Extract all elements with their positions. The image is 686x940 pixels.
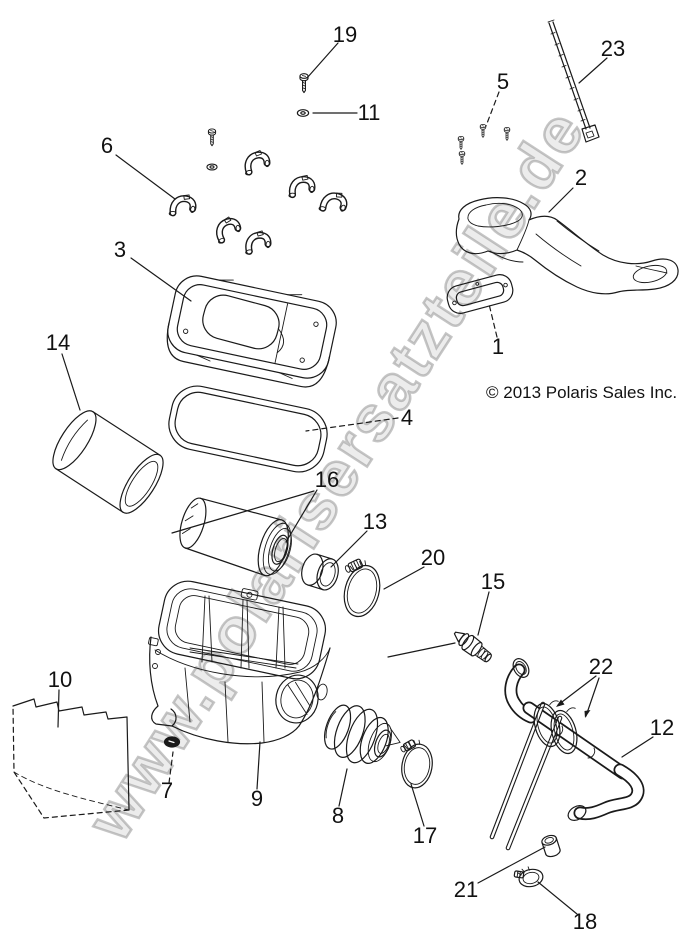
callout-22: 22 — [588, 654, 614, 679]
leader-2 — [548, 187, 574, 213]
fitting-clip-icon — [214, 215, 242, 244]
leader-22b-arrow — [584, 710, 591, 718]
leader-22a — [557, 675, 597, 706]
part-9-airbox — [148, 580, 331, 745]
callout-13: 13 — [362, 509, 388, 534]
callout-10: 10 — [47, 667, 73, 692]
part-20-hose-clamp — [343, 558, 381, 618]
part-12-vent-hose — [489, 658, 645, 851]
callout-5: 5 — [496, 69, 510, 94]
copyright-text: © 2013 Polaris Sales Inc. — [486, 383, 678, 402]
callout-11: 11 — [357, 100, 381, 125]
leader-18 — [537, 881, 578, 915]
leader-8 — [338, 768, 348, 807]
fitting-clip-icon — [318, 187, 351, 220]
leader-3 — [130, 257, 192, 302]
leader-lines — [57, 42, 654, 915]
leader-21 — [477, 846, 546, 884]
callout-18: 18 — [572, 909, 598, 934]
leader-1 — [488, 303, 498, 338]
leader-17 — [410, 783, 425, 827]
part-5-screws — [457, 124, 511, 165]
callout-19: 19 — [332, 22, 358, 47]
leader-22a-arrow — [556, 699, 565, 707]
fitting-clip-icon — [168, 191, 198, 222]
callout-1: 1 — [491, 334, 505, 359]
part-15-drain-valve — [453, 631, 492, 663]
part-14-foam-sleeve — [52, 410, 164, 514]
callout-8: 8 — [331, 803, 345, 828]
part-11-washer — [296, 109, 310, 117]
fitting-clip-icon — [245, 151, 269, 176]
leader-23 — [578, 57, 608, 84]
part-10-heat-shield — [12, 698, 130, 819]
leader-19 — [306, 42, 339, 79]
leader-15 — [477, 591, 490, 636]
callout-12: 12 — [649, 715, 675, 740]
part-8-intake-boot — [323, 704, 401, 764]
leader-4 — [305, 417, 399, 432]
leader-15b — [387, 642, 456, 658]
callout-9: 9 — [250, 786, 264, 811]
part-3-airbox-lid — [166, 275, 337, 388]
callout-15: 15 — [480, 569, 506, 594]
callout-2: 2 — [574, 165, 588, 190]
callout-7: 7 — [160, 778, 174, 803]
leader-5 — [485, 91, 500, 127]
part-17-hose-clamp — [400, 739, 433, 789]
leader-12 — [621, 736, 654, 758]
callout-6: 6 — [100, 133, 114, 158]
leader-14 — [61, 353, 81, 411]
callout-17: 17 — [412, 823, 438, 848]
fitting-clip-icon — [288, 173, 316, 202]
callout-16: 16 — [314, 467, 340, 492]
callout-21: 21 — [453, 877, 479, 902]
callout-14: 14 — [45, 330, 71, 355]
leader-9 — [256, 741, 261, 790]
callout-23: 23 — [600, 36, 626, 61]
leader-6 — [115, 154, 180, 203]
part-7-grommet — [163, 736, 181, 748]
leader-22b — [585, 677, 600, 717]
leader-7 — [168, 751, 174, 784]
fitting-clip-icon — [245, 230, 271, 257]
callout-3: 3 — [113, 237, 127, 262]
part-6-hardware-cluster — [168, 128, 351, 257]
part-2-air-duct — [455, 197, 679, 295]
leader-16b — [171, 490, 315, 534]
part-16-air-filter — [179, 497, 292, 577]
part-13-seal-ring — [301, 553, 339, 591]
part-19-screw — [299, 73, 309, 94]
part-1-flange-seal — [446, 274, 514, 314]
airbox-port-hole — [275, 674, 319, 724]
part-23-tie-strap — [547, 19, 600, 143]
callout-4: 4 — [400, 405, 414, 430]
leader-20 — [383, 566, 425, 590]
callout-20: 20 — [420, 545, 446, 570]
part-18-clamp — [513, 866, 544, 888]
part-4-lid-seal — [168, 385, 328, 473]
part-22-clamp-rings — [533, 700, 578, 755]
part-21-spacer — [541, 834, 561, 858]
leader-16a — [285, 489, 318, 543]
leader-13 — [330, 530, 368, 568]
